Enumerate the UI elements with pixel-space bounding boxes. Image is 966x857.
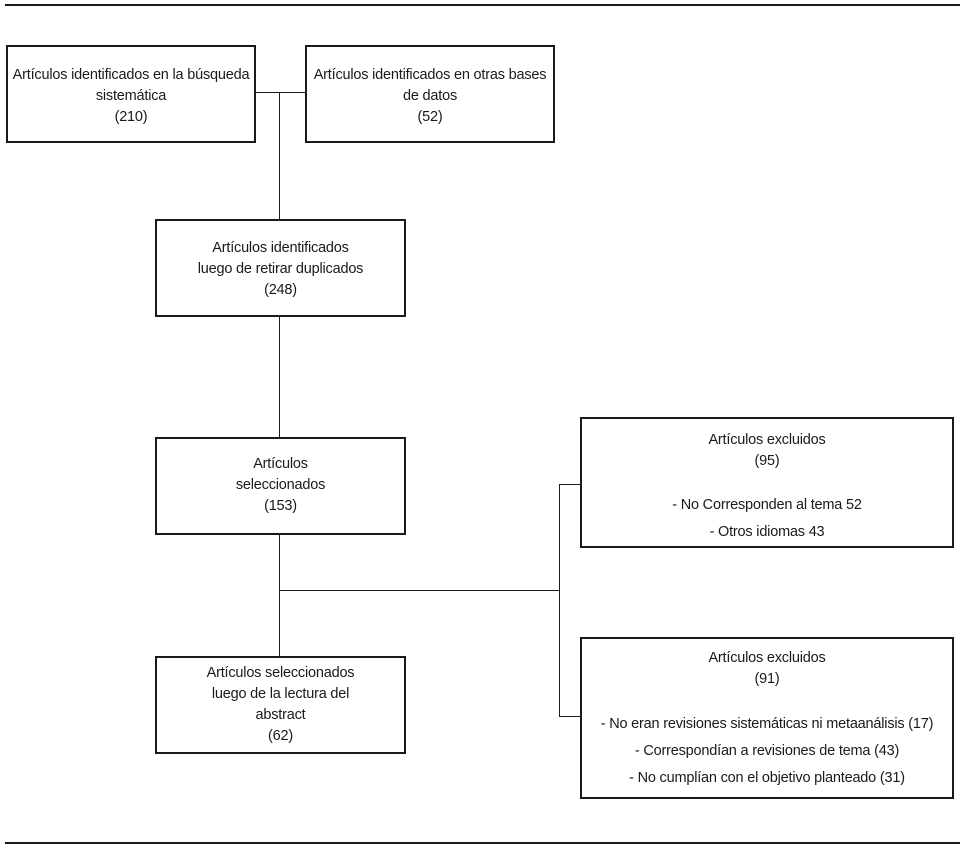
connector-exclusion-trunk xyxy=(559,484,560,717)
connector-selected-to-abstract xyxy=(279,534,280,658)
box-line: de datos xyxy=(402,88,458,104)
box-line: sistemática xyxy=(95,88,167,104)
box-count: (153) xyxy=(264,498,297,514)
box-excluded-first: Artículos excluidos (95) - No Correspond… xyxy=(580,417,954,548)
box-count: (210) xyxy=(114,109,148,125)
exclusion-reason: - No eran revisiones sistemáticas ni met… xyxy=(600,716,934,732)
box-line: Artículos xyxy=(253,456,308,472)
connector-to-excluded-2 xyxy=(559,716,581,717)
connector-branch-exclusions xyxy=(279,590,560,591)
box-systematic-search: Artículos identificados en la búsqueda s… xyxy=(6,45,256,143)
bottom-rule xyxy=(5,842,960,844)
exclusion-reason: - Correspondían a revisiones de tema (43… xyxy=(634,743,900,759)
connector-dedup-to-selected xyxy=(279,316,280,438)
box-count: (95) xyxy=(754,453,780,469)
connector-to-excluded-1 xyxy=(559,484,581,485)
box-count: (62) xyxy=(268,728,293,744)
box-count: (91) xyxy=(754,671,780,687)
exclusion-reason: - Otros idiomas 43 xyxy=(709,524,825,540)
connector-top-join xyxy=(255,92,307,93)
connector-to-dedup xyxy=(279,92,280,220)
box-other-databases: Artículos identificados en otras bases d… xyxy=(305,45,555,143)
exclusion-reason: - No cumplían con el objetivo planteado … xyxy=(629,770,905,786)
box-spacer xyxy=(582,472,952,492)
box-line: Artículos identificados xyxy=(212,240,349,256)
box-spacer xyxy=(582,690,952,711)
box-count: (52) xyxy=(417,109,443,125)
box-line: Artículos identificados en la búsqueda xyxy=(12,67,250,83)
box-line: seleccionados xyxy=(235,477,326,493)
top-rule xyxy=(5,4,960,6)
box-selected: Artículos seleccionados (153) xyxy=(155,437,406,535)
box-line: Artículos seleccionados xyxy=(206,665,355,681)
box-line: luego de retirar duplicados xyxy=(197,261,364,277)
box-title: Artículos excluidos xyxy=(708,650,826,666)
box-after-duplicates: Artículos identificados luego de retirar… xyxy=(155,219,406,317)
box-line: luego de la lectura del xyxy=(211,686,350,702)
box-line: abstract xyxy=(255,707,306,723)
box-count: (248) xyxy=(264,282,297,298)
box-line: Artículos identificados en otras bases xyxy=(313,67,547,83)
box-excluded-second: Artículos excluidos (91) - No eran revis… xyxy=(580,637,954,799)
box-title: Artículos excluidos xyxy=(708,432,826,448)
box-after-abstract: Artículos seleccionados luego de la lect… xyxy=(155,656,406,754)
exclusion-reason: - No Corresponden al tema 52 xyxy=(672,497,862,513)
